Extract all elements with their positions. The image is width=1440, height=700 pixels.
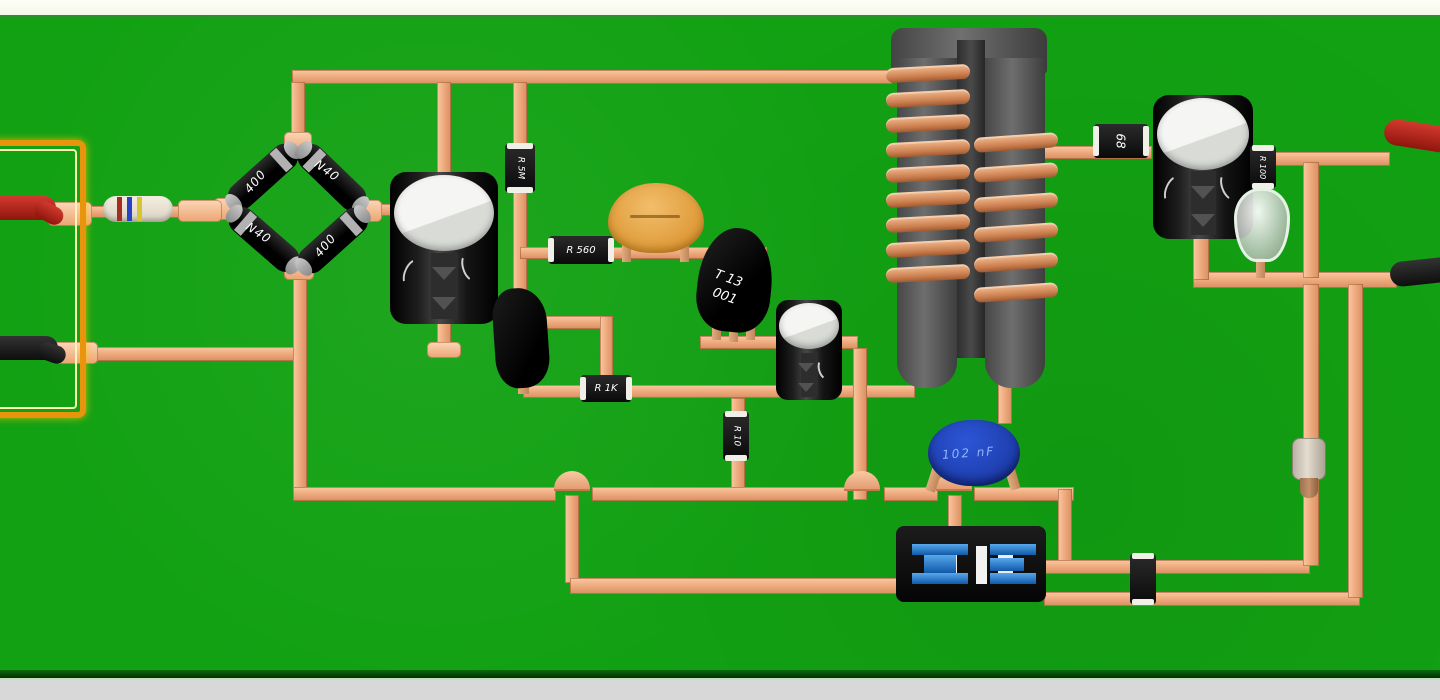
vent-chevron bbox=[798, 383, 814, 392]
red-wire-right[interactable] bbox=[1382, 117, 1440, 153]
transformer-outline-frame[interactable] bbox=[0, 140, 86, 418]
lamp-bulb[interactable] bbox=[1234, 188, 1290, 262]
diode-1n400x[interactable]: 400 bbox=[292, 202, 374, 279]
trace bbox=[291, 82, 305, 146]
solder-pad bbox=[427, 342, 461, 358]
trace bbox=[1058, 489, 1072, 565]
resistor-label: R 10 bbox=[730, 425, 741, 447]
resistor-label: R 5M bbox=[514, 156, 525, 180]
relay-contact bbox=[912, 573, 968, 584]
trace bbox=[1248, 152, 1390, 166]
diode-1n400x[interactable]: N40 bbox=[223, 201, 305, 278]
diode-label: N40 bbox=[243, 219, 274, 247]
resistor-r100[interactable]: R 100 bbox=[1250, 145, 1276, 189]
resistor-r1k[interactable]: R 1K bbox=[580, 375, 632, 402]
trace bbox=[437, 82, 451, 178]
axial-resistor[interactable] bbox=[103, 196, 173, 222]
capacitor-lead bbox=[680, 236, 689, 262]
trace bbox=[731, 398, 745, 414]
resistor-r560[interactable]: R 560 bbox=[548, 236, 614, 264]
trace bbox=[1193, 236, 1209, 280]
capacitor-value: 102 nF bbox=[941, 444, 996, 462]
trace bbox=[853, 348, 867, 500]
disc-capacitor-orange[interactable] bbox=[608, 183, 704, 253]
vent-chevron bbox=[798, 363, 814, 372]
cathode-band bbox=[339, 211, 363, 237]
trace-jumper-hop bbox=[844, 471, 880, 491]
trace-bus1 bbox=[884, 487, 938, 501]
electrolytic-capacitor-small[interactable] bbox=[776, 300, 842, 400]
trace bbox=[565, 495, 579, 583]
resistor-band bbox=[117, 197, 122, 221]
resistor-label: R 100 bbox=[1258, 155, 1268, 179]
bottom-scroll-strip[interactable] bbox=[0, 678, 1440, 700]
trace-bus1 bbox=[592, 487, 848, 501]
transistor-lead bbox=[729, 326, 738, 342]
capacitor-top bbox=[394, 175, 494, 251]
resistor-label: R 560 bbox=[566, 244, 596, 256]
vent-chevron bbox=[432, 267, 456, 280]
vent-chevron bbox=[432, 297, 456, 310]
trace-top-bus bbox=[292, 70, 892, 84]
cap-marking bbox=[815, 356, 835, 382]
trace bbox=[948, 495, 962, 533]
trace-bus1 bbox=[293, 487, 556, 501]
relay-block[interactable] bbox=[896, 526, 1046, 602]
relay-contact bbox=[912, 544, 968, 555]
relay-contact bbox=[990, 558, 1024, 571]
resistor-r68[interactable]: 68 bbox=[1093, 124, 1149, 158]
transistor-to92[interactable] bbox=[490, 286, 552, 390]
cathode-band bbox=[269, 147, 293, 173]
trace-black-input bbox=[58, 347, 298, 361]
resistor-r10[interactable]: R 10 bbox=[723, 411, 749, 461]
electrolytic-capacitor-large[interactable] bbox=[390, 172, 498, 324]
vent-chevron bbox=[1191, 186, 1215, 199]
trace-bridge-bottom bbox=[293, 268, 307, 490]
trace bbox=[731, 456, 745, 490]
trace-bus1 bbox=[974, 487, 1074, 501]
solder-pad bbox=[178, 200, 222, 222]
lamp-lead bbox=[1256, 258, 1265, 278]
diode-label: 400 bbox=[311, 231, 339, 260]
fuse-tip bbox=[1300, 478, 1318, 498]
disc-capacitor-102nf[interactable]: 102 nF bbox=[928, 420, 1020, 486]
black-wire-right[interactable] bbox=[1388, 257, 1440, 288]
trace bbox=[1303, 162, 1319, 278]
trace-bus2 bbox=[570, 578, 904, 594]
diode-1n400x[interactable]: 400 bbox=[222, 138, 304, 215]
relay-contact bbox=[990, 573, 1036, 584]
cap-marking bbox=[398, 255, 428, 291]
vent-chevron bbox=[1191, 214, 1215, 227]
trace bbox=[1348, 284, 1363, 598]
trace bbox=[1303, 284, 1319, 566]
trace-bus2 bbox=[1044, 560, 1310, 574]
cap-marking bbox=[457, 249, 485, 285]
resistor-label: R 1K bbox=[594, 383, 618, 394]
capacitor-top bbox=[778, 303, 840, 349]
trace bbox=[600, 316, 613, 392]
cap-marking bbox=[1160, 172, 1188, 208]
resistor-band bbox=[127, 197, 132, 221]
relay-contact bbox=[990, 544, 1036, 555]
trace bbox=[513, 190, 527, 294]
resistor-label: 68 bbox=[1114, 133, 1128, 149]
trace-bus2 bbox=[1044, 592, 1360, 606]
top-strip bbox=[0, 0, 1440, 17]
trace bbox=[1193, 272, 1397, 288]
board-bottom-shadow bbox=[0, 670, 1440, 678]
capacitor-top bbox=[1157, 98, 1249, 170]
diode-label: N40 bbox=[311, 156, 343, 185]
trace bbox=[513, 82, 527, 148]
resistor-band bbox=[137, 197, 142, 221]
resistor-bottom-right[interactable] bbox=[1130, 553, 1156, 605]
relay-contact bbox=[924, 555, 956, 573]
diode-label: 400 bbox=[241, 167, 269, 196]
resistor-r5m[interactable]: R 5M bbox=[505, 143, 535, 193]
fuse[interactable] bbox=[1292, 438, 1326, 480]
transistor-13001[interactable]: T 13 001 bbox=[692, 224, 778, 336]
capacitor-lead bbox=[622, 236, 631, 262]
relay-slider bbox=[976, 546, 987, 584]
trace bbox=[520, 247, 556, 259]
trace-jumper-hop bbox=[554, 471, 590, 491]
